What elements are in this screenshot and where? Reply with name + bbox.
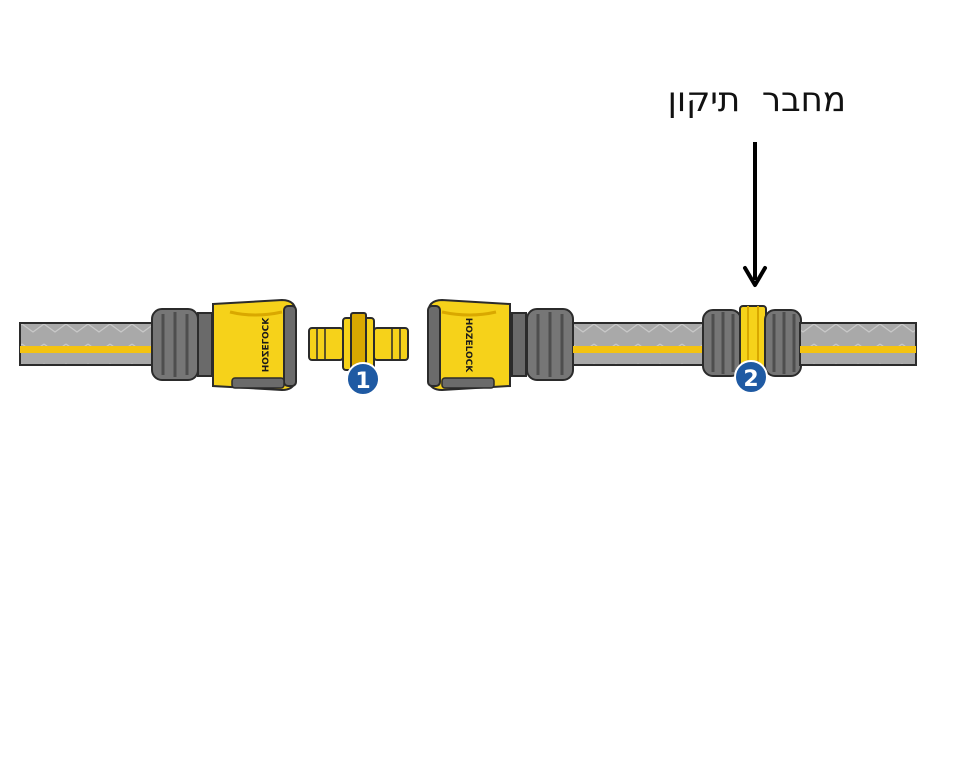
double-male-connector bbox=[308, 312, 409, 376]
number-badge-2: 2 bbox=[734, 360, 768, 394]
left-quick-connector: HOZELOCK bbox=[212, 298, 297, 392]
left-hose-nut bbox=[151, 308, 213, 381]
svg-text:2: 2 bbox=[743, 367, 758, 392]
right-hose-nut bbox=[511, 308, 574, 381]
left-hose bbox=[19, 322, 161, 366]
down-arrow-icon bbox=[743, 142, 767, 287]
number-badge-1: 1 bbox=[346, 362, 380, 396]
repair-connector-label: מחבר תיקון bbox=[667, 80, 846, 120]
svg-text:1: 1 bbox=[355, 369, 370, 394]
right-hose-segment bbox=[572, 322, 707, 366]
brand-logo-left: HOZELOCK bbox=[259, 317, 269, 373]
right-hose-end bbox=[799, 322, 917, 366]
right-quick-connector: HOZELOCK bbox=[427, 298, 511, 392]
brand-logo-right: HOZELOCK bbox=[463, 318, 473, 374]
